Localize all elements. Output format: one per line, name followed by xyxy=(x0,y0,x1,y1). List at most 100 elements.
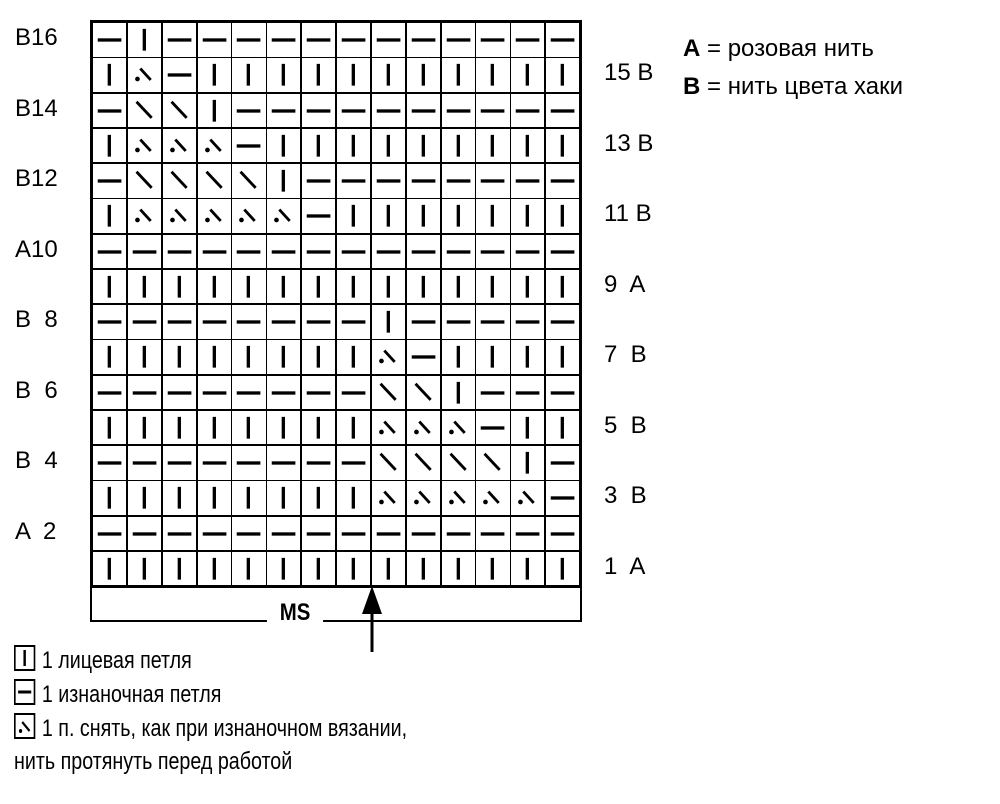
diagonal-symbol-icon xyxy=(414,382,432,401)
purl-symbol-icon xyxy=(97,108,122,113)
chart-cell-purl-symbol xyxy=(440,22,476,58)
knit-symbol-icon xyxy=(560,134,565,157)
chart-cell-purl-symbol xyxy=(336,233,372,269)
chart-cell-knit-symbol xyxy=(545,550,581,587)
chart-cell-knit-symbol xyxy=(301,57,337,93)
purl-symbol-icon xyxy=(132,320,157,324)
purl-symbol-icon xyxy=(516,38,540,42)
chart-cell-knit-symbol xyxy=(301,268,337,305)
chart-cell-knit-symbol xyxy=(475,57,511,93)
chart-cell-knit-symbol xyxy=(475,550,511,587)
chart-cell-purl-symbol xyxy=(545,304,581,340)
chart-cell-knit-symbol xyxy=(336,550,372,587)
chart-cell-knit-symbol xyxy=(336,198,372,234)
row-label-13: 13 B xyxy=(604,129,654,157)
purl-symbol-icon xyxy=(306,108,331,113)
chart-cell-purl-symbol xyxy=(405,233,441,269)
knit-symbol-icon xyxy=(281,169,286,192)
purl-symbol-icon xyxy=(132,390,157,395)
chart-cell-purl-symbol xyxy=(266,445,302,481)
chart-cell-purl-symbol xyxy=(545,163,581,199)
row-label-16: B16 xyxy=(15,24,58,51)
purl-symbol-icon xyxy=(481,38,505,42)
chart-cell-purl-symbol xyxy=(161,22,197,58)
purl-symbol-icon xyxy=(202,320,226,324)
chart-cell-knit-symbol xyxy=(161,480,197,516)
slip-symbol-icon xyxy=(483,490,501,505)
knit-symbol-icon xyxy=(212,275,216,298)
chart-cell-purl-symbol xyxy=(231,304,267,340)
chart-cell-slip-symbol xyxy=(475,480,511,516)
chart-cell-knit-symbol xyxy=(196,268,232,305)
chart-cell-purl-symbol xyxy=(545,374,581,410)
knit-symbol-icon xyxy=(491,205,495,227)
chart-cell-diagonal-symbol xyxy=(196,163,232,199)
chart-cell-purl-symbol xyxy=(440,163,476,199)
chart-cell-purl-symbol xyxy=(266,233,302,269)
knit-symbol-icon xyxy=(177,487,181,509)
chart-cell-slip-symbol xyxy=(370,409,406,446)
chart-cell-knit-symbol xyxy=(545,339,581,375)
knit-symbol-icon xyxy=(281,275,286,298)
knit-symbol-icon xyxy=(142,275,146,298)
purl-symbol-icon xyxy=(446,531,470,536)
chart-cell-purl-symbol xyxy=(475,374,511,410)
chart-cell-knit-symbol xyxy=(266,480,302,516)
knit-symbol-icon xyxy=(247,275,251,298)
slip-symbol-icon xyxy=(204,138,222,153)
chart-cell-slip-symbol xyxy=(126,57,162,93)
knit-symbol-icon xyxy=(316,346,321,368)
purl-symbol-icon xyxy=(167,461,192,465)
chart-cell-knit-symbol xyxy=(161,268,197,305)
purl-symbol-icon xyxy=(272,461,296,465)
purl-symbol-icon xyxy=(550,249,575,254)
purl-symbol-icon xyxy=(516,249,540,254)
chart-cell-purl-symbol xyxy=(92,304,128,340)
purl-symbol-icon xyxy=(97,320,122,324)
purl-symbol-icon xyxy=(306,320,331,324)
knit-symbol-icon xyxy=(316,487,321,509)
chart-cell-knit-symbol xyxy=(161,550,197,587)
knit-symbol-icon xyxy=(107,557,111,580)
purl-symbol-icon xyxy=(341,531,366,536)
purl-symbol-icon xyxy=(550,179,575,183)
diagonal-symbol-icon xyxy=(135,170,153,189)
knit-symbol-icon xyxy=(456,275,460,298)
chart-cell-knit-symbol xyxy=(475,339,511,375)
knit-symbol-icon xyxy=(351,134,355,157)
knit-symbol-icon xyxy=(421,275,425,298)
chart-cell-knit-symbol xyxy=(92,339,128,375)
chart-cell-purl-symbol xyxy=(301,515,337,551)
chart-cell-knit-symbol xyxy=(92,268,128,305)
purl-symbol-icon xyxy=(167,390,192,395)
knit-symbol-icon xyxy=(456,134,460,157)
chart-cell-purl-symbol xyxy=(405,163,441,199)
chart-cell-purl-symbol xyxy=(370,92,406,128)
legend-text: 1 лицевая петля xyxy=(41,647,192,674)
knit-symbol-icon xyxy=(212,487,216,509)
purl-symbol-icon xyxy=(411,355,436,359)
slip-symbol-icon xyxy=(378,349,396,364)
chart-cell-purl-symbol xyxy=(92,92,128,128)
knit-symbol-icon xyxy=(281,487,286,509)
chart-cell-purl-symbol xyxy=(161,304,197,340)
chart-cell-slip-symbol xyxy=(370,339,406,375)
chart-cell-purl-symbol xyxy=(475,515,511,551)
chart-cell-knit-symbol xyxy=(301,480,337,516)
purl-symbol-icon xyxy=(272,108,296,113)
chart-cell-knit-symbol xyxy=(92,409,128,446)
purl-symbol-icon xyxy=(132,531,157,536)
chart-cell-purl-symbol xyxy=(440,92,476,128)
purl-symbol-icon xyxy=(132,249,157,254)
chart-cell-purl-symbol xyxy=(161,374,197,410)
chart-cell-slip-symbol xyxy=(161,127,197,164)
knit-symbol-icon xyxy=(560,64,565,86)
purl-symbol-icon xyxy=(97,179,122,183)
row-label-11: 11 B xyxy=(604,200,652,228)
knit-symbol-icon xyxy=(491,64,495,86)
slip-symbol-icon xyxy=(518,490,536,505)
chart-cell-knit-symbol xyxy=(475,127,511,164)
row-label-4: B 4 xyxy=(15,447,58,474)
legend-text: 1 п. снять, как при изнаночном вязании, xyxy=(41,715,408,742)
knit-symbol-icon xyxy=(177,557,181,580)
